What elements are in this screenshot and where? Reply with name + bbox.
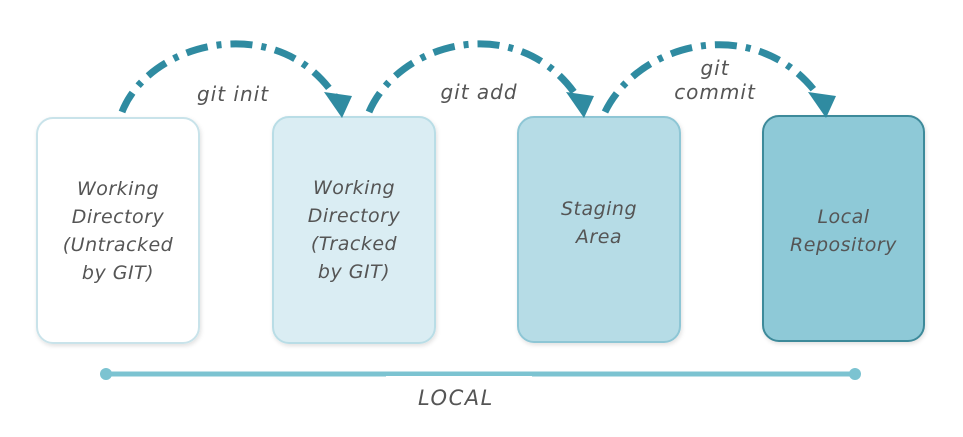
node-label-local-repository: Local Repository	[790, 206, 897, 256]
arrow-label-git-commit: git commit	[674, 56, 756, 104]
node-label-working-tracked: Working Directory (Tracked by GIT)	[307, 177, 401, 283]
arrow-path-git-init	[118, 40, 339, 114]
local-axis-label-gap	[386, 376, 532, 382]
arrow-label-git-init: git init	[196, 82, 270, 106]
local-axis-label: LOCAL	[418, 386, 494, 410]
arrow-path-git-commit	[601, 41, 823, 114]
local-axis-start-dot	[100, 368, 112, 380]
node-box-working-untracked	[36, 117, 200, 344]
arrowhead-git-commit	[808, 92, 836, 118]
node-label-working-untracked: Working Directory (Untracked by GIT)	[62, 177, 174, 284]
local-axis-end-dot	[849, 368, 861, 380]
arrow-label-git-add: git add	[440, 80, 518, 104]
node-box-staging-area	[517, 116, 681, 343]
node-box-working-tracked	[272, 116, 436, 344]
node-box-local-repository	[762, 115, 925, 342]
node-label-staging-area: Staging Area	[560, 197, 638, 248]
arrowhead-git-add	[566, 92, 594, 118]
arrowhead-git-init	[324, 92, 352, 118]
